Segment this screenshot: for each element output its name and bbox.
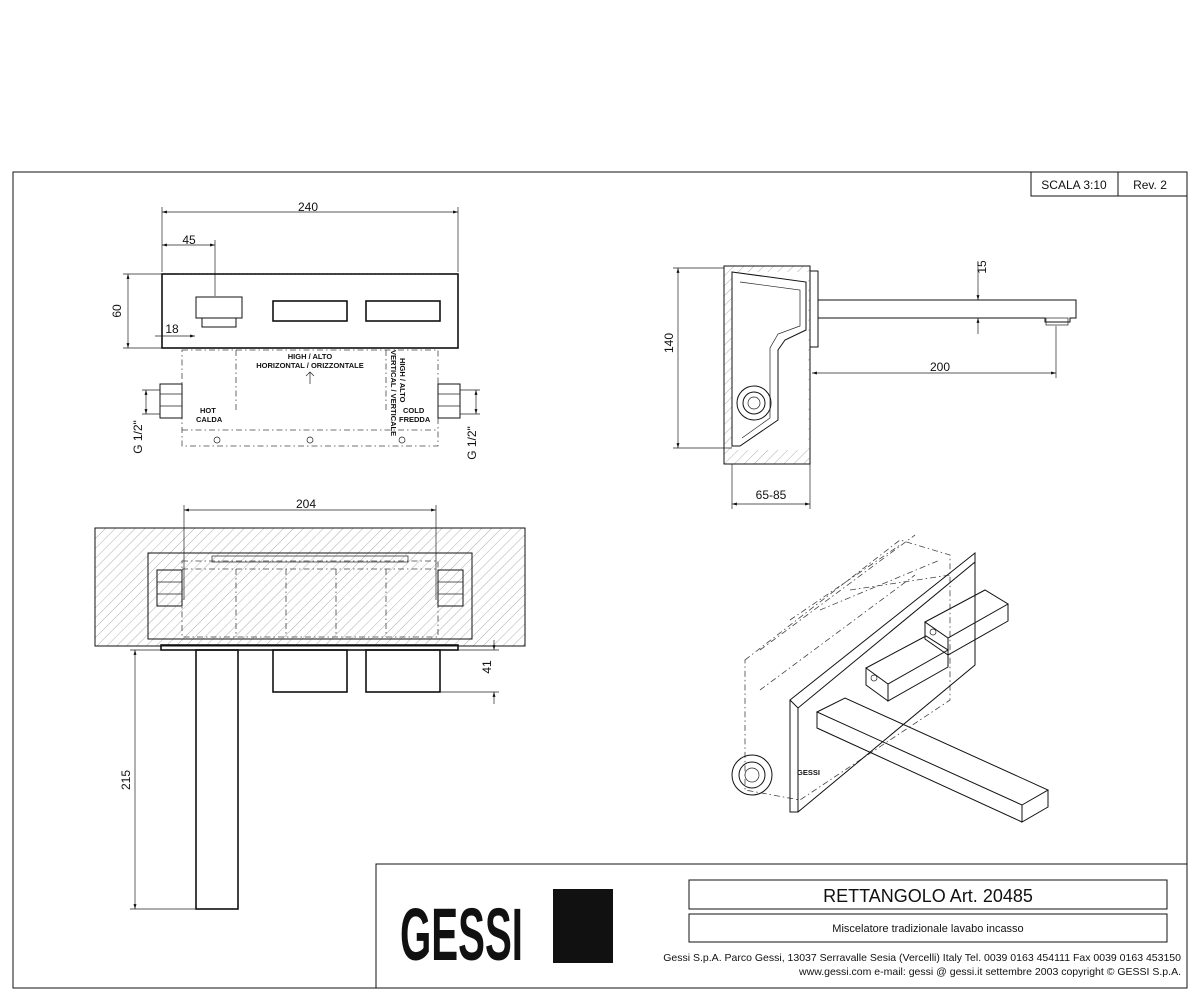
front-spout-outlet [195,296,243,319]
product-description: Miscelatore tradizionale lavabo incasso [832,923,1023,935]
dim-15: 15 [975,260,989,274]
brand-logo-text: GESSI [400,894,523,976]
scale-label: SCALA 3:10 [1041,178,1107,192]
title-block: GESSI RETTANGOLO Art. 20485 Miscelatore … [375,863,1188,989]
label-horizontal: HORIZONTAL / ORIZZONTALE [256,361,364,370]
isometric-view: GESSI [731,534,1050,823]
thread-left: G 1/2" [131,420,145,454]
front-handle-right [365,300,441,322]
svg-text:GESSI: GESSI [797,768,820,777]
iso-plate [789,551,976,709]
label-vertical: VERTICAL / VERTICALE [389,350,398,436]
front-plate [161,273,459,349]
iso-spout [815,697,1050,823]
label-hot: HOT [200,406,216,415]
label-cold: COLD [403,406,425,415]
label-fredda: FREDDA [399,415,431,424]
dim-45: 45 [182,233,196,247]
dim-200: 200 [930,360,950,374]
dim-204: 204 [296,497,316,511]
iso-handle-right [924,589,1009,656]
top-spout [195,649,239,910]
side-plate [809,270,819,348]
side-view: 140 200 15 65-85 [662,260,1077,509]
side-spout [818,299,1077,323]
dim-41: 41 [480,660,494,674]
dim-18: 18 [165,322,179,336]
thread-right: G 1/2" [465,426,479,460]
company-web: www.gessi.com e-mail: gessi @ gessi.it s… [798,966,1181,978]
gessi-logo: GESSI [400,889,613,976]
dim-60: 60 [110,304,124,318]
label-vertical-high: HIGH / ALTO [398,358,407,403]
top-handle-left [272,649,348,693]
dim-140: 140 [662,333,676,353]
dim-65-85: 65-85 [756,488,787,502]
right-inlet-fitting [437,383,480,419]
iso-handle-left [865,635,949,702]
top-handle-right [365,649,441,693]
front-handle-left [272,300,348,322]
label-high: HIGH / ALTO [288,352,333,361]
company-address: Gessi S.p.A. Parco Gessi, 13037 Serraval… [663,952,1181,964]
dim-215: 215 [119,770,133,790]
front-view: 240 45 60 18 HIGH / ALTO HORIZONTAL / OR… [110,200,480,460]
top-wall-section [94,527,526,647]
dim-240: 240 [298,200,318,214]
top-view: 204 41 215 [94,497,526,910]
left-inlet-fitting [142,383,183,419]
label-calda: CALDA [196,415,223,424]
product-title: RETTANGOLO Art. 20485 [823,886,1033,906]
scale-revision-box: SCALA 3:10 Rev. 2 [1030,171,1188,197]
revision-label: Rev. 2 [1133,178,1167,192]
